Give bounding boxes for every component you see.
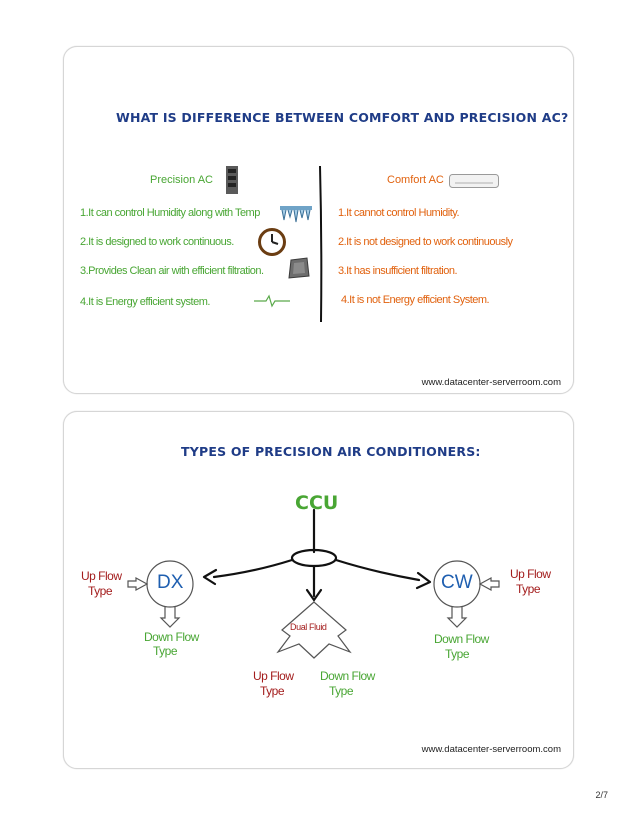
comfort-item-1: 1.It cannot control Humidity. [338,207,460,219]
wall-ac-icon [449,174,499,188]
ccu-label: CCU [295,492,339,514]
cw-label: CW [441,572,473,593]
page-number: 2/7 [595,790,608,800]
precision-item-1: 1.It can control Humidity along with Tem… [80,207,260,219]
slide-title: TYPES OF PRECISION AIR CONDITIONERS: [181,444,481,459]
pulse-icon [254,294,290,308]
server-rack-icon [226,166,238,194]
precision-item-3: 3.Provides Clean air with efficient filt… [80,265,264,277]
slide-comparison: WHAT IS DIFFERENCE BETWEEN COMFORT AND P… [63,46,574,394]
precision-ac-heading: Precision AC [150,174,213,186]
icicle-icon [280,206,312,223]
slide-types: TYPES OF PRECISION AIR CONDITIONERS: [63,411,574,769]
dual-fluid-label: Dual Fluid [290,622,327,632]
cw-downflow-label: Down Flow [434,632,489,646]
cw-upflow-label: Up Flow [510,567,551,581]
dual-upflow-type: Type [260,684,285,698]
dx-upflow-label: Up Flow [81,569,122,583]
cw-downflow-type: Type [445,647,470,661]
hierarchy-diagram [127,508,500,659]
column-divider [319,165,323,323]
dx-downflow-type: Type [153,644,178,658]
dx-label: DX [157,572,184,593]
comfort-item-2: 2.It is not designed to work continuousl… [338,236,513,248]
dx-downflow-label: Down Flow [144,630,199,644]
dual-downflow-type: Type [329,684,354,698]
dx-upflow-type: Type [88,584,113,598]
filter-icon [288,257,310,279]
comfort-ac-heading: Comfort AC [387,174,444,186]
precision-item-2: 2.It is designed to work continuous. [80,236,234,248]
cw-upflow-type: Type [516,582,541,596]
clock-icon [258,228,286,256]
slide-title: WHAT IS DIFFERENCE BETWEEN COMFORT AND P… [116,110,569,125]
dual-downflow-label: Down Flow [320,669,375,683]
comfort-item-4: 4.It is not Energy efficient System. [341,294,490,306]
footer-url: www.datacenter-serverroom.com [421,377,561,388]
comfort-item-3: 3.It has insufficient filtration. [338,265,458,277]
dual-upflow-label: Up Flow [253,669,294,683]
footer-url: www.datacenter-serverroom.com [421,744,561,755]
precision-item-4: 4.It is Energy efficient system. [80,296,210,308]
